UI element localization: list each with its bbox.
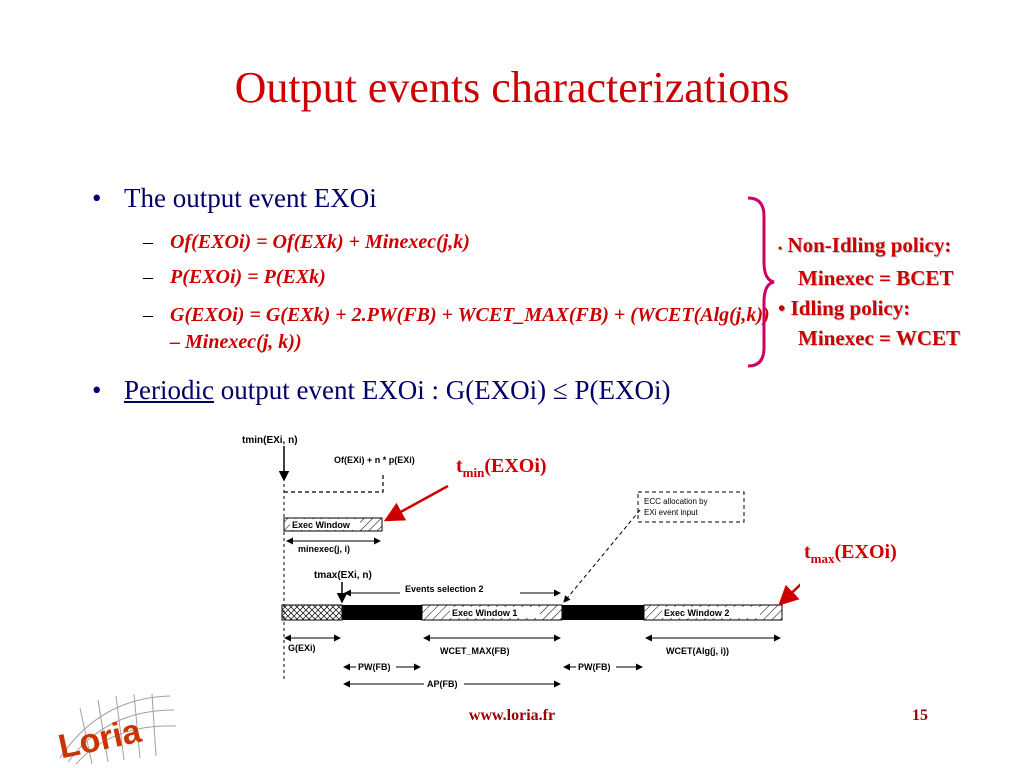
tmin-label: tmin(EXi, n)	[242, 435, 298, 446]
minexec-label: minexec(j, i)	[298, 544, 350, 554]
nonidle-policy: • Non-Idling policy:	[778, 230, 960, 263]
bullet-text: The output event EXOi	[124, 183, 377, 213]
tmax-sub: max	[810, 551, 835, 566]
slide-title: Output events characterizations	[234, 63, 790, 112]
bullet-dot: •	[92, 183, 102, 213]
pw-label-2: PW(FB)	[578, 662, 611, 672]
nonidle-label: Non-Idling policy:	[787, 233, 952, 257]
subbullet-dash: –	[143, 304, 153, 326]
subbullet-text: P(EXOi) = P(EXk)	[170, 266, 326, 288]
ap-label: AP(FB)	[427, 679, 458, 689]
subbullet-offset: –Of(EXOi) = Of(EXk) + Minexec(j,k)	[143, 229, 470, 256]
bullet-dot: •	[92, 375, 102, 405]
tmax-label: tmax(EXi, n)	[314, 570, 372, 581]
subbullet-period: –P(EXOi) = P(EXk)	[143, 264, 326, 291]
nonidle-value: Minexec = BCET	[798, 266, 954, 290]
subbullet-text: G(EXOi) = G(EXk) + 2.PW(FB) + WCET_MAX(F…	[170, 304, 770, 353]
events-selection-label: Events selection 2	[405, 584, 484, 594]
exec-window-2: Exec Window 2	[664, 608, 729, 618]
loria-logo: Loria	[55, 693, 177, 766]
tmin-arg: (EXOi)	[484, 455, 547, 477]
policy-notes: • Non-Idling policy: Minexec = BCET • Id…	[778, 230, 960, 353]
page-number: 15	[912, 707, 928, 724]
periodic-word: Periodic	[124, 375, 214, 405]
subbullet-dash: –	[143, 231, 153, 253]
tmin-callout: tmin(EXOi)	[456, 455, 547, 481]
bullet-output-event: • The output event EXOi	[92, 183, 377, 214]
wcet-alg-label: WCET(Alg(j, i))	[666, 646, 729, 656]
wcet-max-label: WCET_MAX(FB)	[440, 646, 510, 656]
idle-value: Minexec = WCET	[798, 326, 961, 350]
subbullet-dash: –	[143, 266, 153, 288]
exec-window-label: Exec Window	[292, 520, 351, 530]
tmax-callout: tmax(EXOi)	[804, 541, 897, 567]
tmin-sub: min	[462, 465, 485, 480]
ecc-note: ECC allocation by	[644, 497, 708, 506]
timing-diagram: tmin(EXi, n) Of(EXi) + n * p(EXi) Exec W…	[242, 435, 783, 689]
subbullet-jitter: –G(EXOi) = G(EXk) + 2.PW(FB) + WCET_MAX(…	[143, 302, 770, 356]
tmax-arg: (EXOi)	[834, 541, 897, 563]
tmax-t: t	[804, 541, 811, 563]
tmin-t: t	[456, 455, 463, 477]
pw-label-1: PW(FB)	[358, 662, 391, 672]
g-label: G(EXi)	[288, 643, 316, 653]
brace-bracket	[747, 196, 775, 368]
offset-label: Of(EXi) + n * p(EXi)	[334, 455, 415, 465]
callout-arrows	[383, 484, 800, 606]
bullet-periodic: • Periodic output event EXOi : G(EXOi) ≤ …	[92, 375, 670, 406]
footer-url[interactable]: www.loria.fr	[468, 707, 556, 724]
idle-label: • Idling policy:	[778, 296, 911, 320]
ecc-note-2: EXi event input	[644, 508, 699, 517]
bullet-text: output event EXOi : G(EXOi) ≤ P(EXOi)	[213, 375, 671, 405]
exec-window-1: Exec Window 1	[452, 608, 517, 618]
small-bullet: •	[778, 241, 783, 255]
subbullet-text: Of(EXOi) = Of(EXk) + Minexec(j,k)	[170, 231, 470, 253]
